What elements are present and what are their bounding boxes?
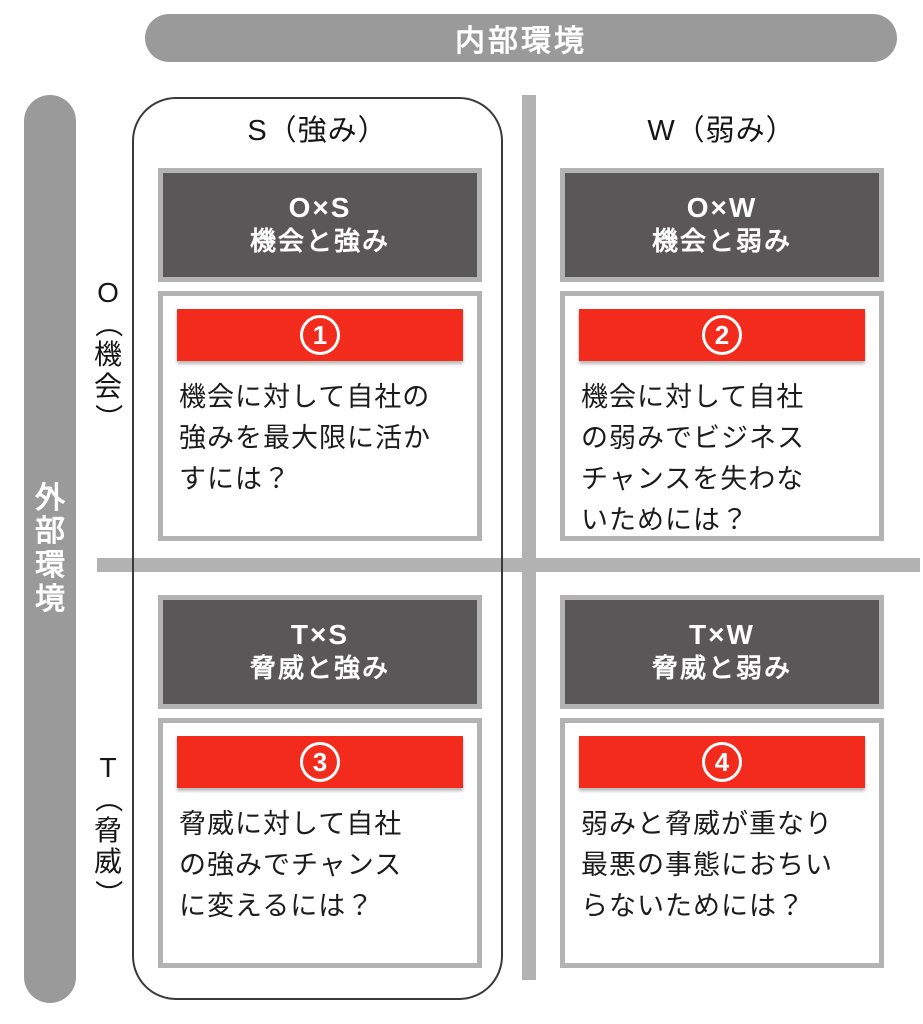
quadrant-ts-code: T×S xyxy=(290,619,350,651)
circled-number-3: 3 xyxy=(300,742,340,782)
quadrant-ow: O×W 機会と弱み 2 機会に対して自社 の弱みでビジネス チャンスを失わな い… xyxy=(560,168,884,541)
quadrant-tw-code: T×W xyxy=(689,619,755,651)
strength-column-frame xyxy=(132,97,503,1000)
quadrant-ow-number-bar: 2 xyxy=(579,309,865,361)
quadrant-ts-question: 脅威に対して自社 の強みでチャンス に変えるには？ xyxy=(179,809,403,922)
quadrant-ts-body: 3 脅威に対して自社 の強みでチャンス に変えるには？ xyxy=(158,718,482,968)
quadrant-os-title: 機会と強み xyxy=(249,225,390,256)
quadrant-os-header: O×S 機会と強み xyxy=(158,168,482,282)
quadrant-ts-title: 脅威と強み xyxy=(249,652,390,683)
circled-number-1: 1 xyxy=(300,315,340,355)
quadrant-ow-question: 機会に対して自社 の弱みでビジネス チャンスを失わな いためには？ xyxy=(581,382,805,536)
quadrant-os: O×S 機会と強み 1 機会に対して自社の 強みを最大限に活か すには？ xyxy=(158,168,482,541)
quadrant-tw: T×W 脅威と弱み 4 弱みと脅威が重なり 最悪の事態におちい らないためには？ xyxy=(560,595,884,968)
quadrant-os-number-bar: 1 xyxy=(177,309,463,361)
column-label-weakness: W（弱み） xyxy=(647,115,796,147)
quadrant-ow-code: O×W xyxy=(686,192,758,224)
quadrant-os-code: O×S xyxy=(288,192,352,224)
quadrant-tw-header: T×W 脅威と弱み xyxy=(560,595,884,709)
quadrant-ts-number-bar: 3 xyxy=(177,736,463,788)
quadrant-tw-body: 4 弱みと脅威が重なり 最悪の事態におちい らないためには？ xyxy=(560,718,884,968)
quadrant-os-body: 1 機会に対して自社の 強みを最大限に活か すには？ xyxy=(158,291,482,541)
horizontal-divider xyxy=(97,558,920,572)
external-environment-bar: 外部環境 xyxy=(24,95,76,1003)
circled-number-4: 4 xyxy=(702,742,742,782)
circled-number-2: 2 xyxy=(702,315,742,355)
quadrant-ow-header: O×W 機会と弱み xyxy=(560,168,884,282)
quadrant-tw-title: 脅威と弱み xyxy=(651,652,792,683)
quadrant-ts: T×S 脅威と強み 3 脅威に対して自社 の強みでチャンス に変えるには？ xyxy=(158,595,482,968)
quadrant-ts-header: T×S 脅威と強み xyxy=(158,595,482,709)
column-label-strength: S（強み） xyxy=(247,115,388,147)
quadrant-ow-body: 2 機会に対して自社 の弱みでビジネス チャンスを失わな いためには？ xyxy=(560,291,884,541)
quadrant-ow-title: 機会と弱み xyxy=(651,225,792,256)
internal-environment-bar: 内部環境 xyxy=(145,14,897,62)
row-label-opportunity: O（機会） xyxy=(92,276,124,432)
quadrant-tw-question: 弱みと脅威が重なり 最悪の事態におちい らないためには？ xyxy=(581,809,833,922)
vertical-divider xyxy=(522,95,536,980)
quadrant-os-question: 機会に対して自社の 強みを最大限に活か すには？ xyxy=(179,382,431,495)
row-label-threat: T（脅威） xyxy=(92,752,124,908)
quadrant-tw-number-bar: 4 xyxy=(579,736,865,788)
